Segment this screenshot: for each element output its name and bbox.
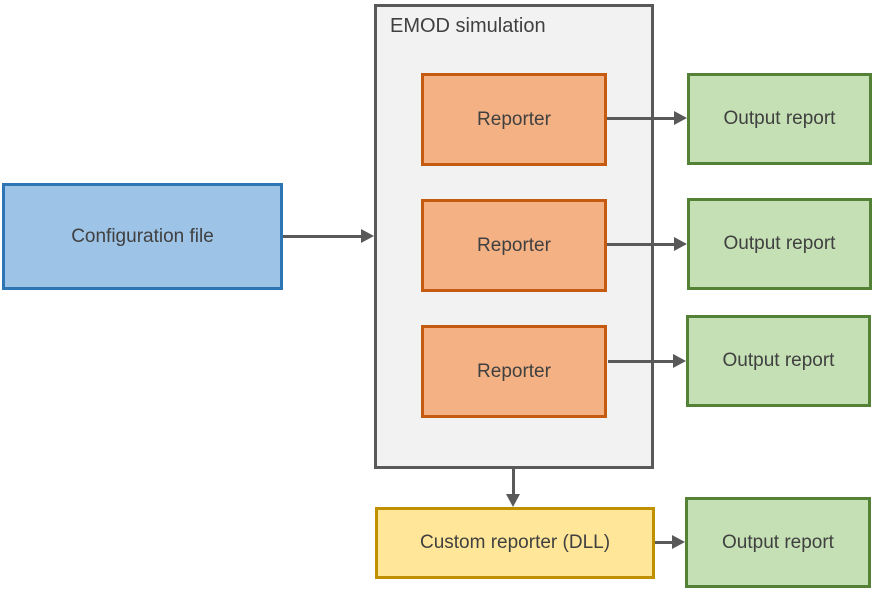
node-output-report-3: Output report <box>686 315 871 407</box>
node-output-report-1-label: Output report <box>723 108 836 129</box>
node-output-report-2-label: Output report <box>723 233 836 254</box>
node-reporter-1: Reporter <box>421 73 607 166</box>
node-custom-reporter-dll-label: Custom reporter (DLL) <box>419 532 611 553</box>
node-output-report-4: Output report <box>685 497 871 588</box>
arrow-reporter2-to-output2 <box>607 237 687 251</box>
node-output-report-2: Output report <box>687 198 872 290</box>
node-reporter-2-label: Reporter <box>477 234 551 256</box>
node-configuration-file: Configuration file <box>2 183 283 290</box>
node-configuration-file-label: Configuration file <box>71 225 214 247</box>
arrow-config-to-emod-simulation <box>283 229 374 243</box>
node-custom-reporter-dll: Custom reporter (DLL) <box>375 507 655 579</box>
group-emod-simulation-title: EMOD simulation <box>390 15 546 37</box>
arrow-custom-reporter-to-output4 <box>655 535 685 549</box>
node-reporter-3: Reporter <box>421 325 607 418</box>
node-reporter-1-label: Reporter <box>477 108 551 130</box>
node-output-report-1: Output report <box>687 73 872 165</box>
node-output-report-3-label: Output report <box>722 350 835 371</box>
arrow-emod-simulation-to-custom-reporter <box>506 469 520 507</box>
node-output-report-4-label: Output report <box>722 531 834 553</box>
group-emod-simulation: EMOD simulation Reporter Reporter Report… <box>374 4 654 469</box>
arrow-reporter3-to-output3 <box>608 354 686 368</box>
node-reporter-2: Reporter <box>421 199 607 292</box>
arrow-reporter1-to-output1 <box>607 111 687 125</box>
node-reporter-3-label: Reporter <box>477 360 551 382</box>
